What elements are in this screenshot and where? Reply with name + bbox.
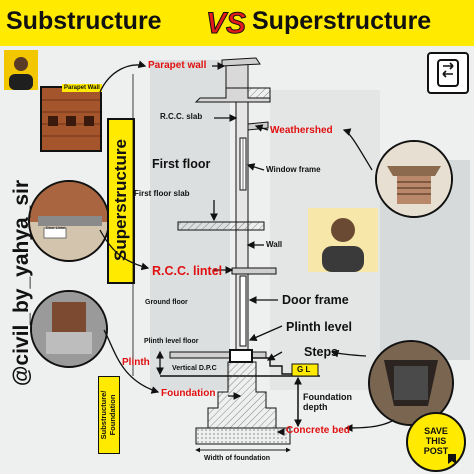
- pointer-lintel: [99, 229, 150, 271]
- photo-label-lintel: Door Lintel: [46, 225, 66, 230]
- label-plinth-level-floor: Plinth level floor: [144, 338, 199, 345]
- weathershed-photo: [375, 140, 453, 218]
- swipe-hand-icon[interactable]: [427, 52, 469, 94]
- foundation-tag: Substructure/ Foundation: [98, 376, 120, 454]
- label-foundation-depth: Foundation depth: [303, 392, 352, 412]
- label-door-frame: Door frame: [282, 293, 349, 307]
- pointer-steps: [330, 349, 367, 358]
- label-foundation: Foundation: [161, 388, 216, 399]
- vs-badge: VS: [203, 3, 249, 43]
- concrete-bed-shape: [195, 427, 291, 445]
- pointer-weathershed: [342, 128, 373, 171]
- label-wall: Wall: [266, 240, 283, 249]
- save-this-post-badge[interactable]: SAVE THIS POST: [406, 412, 466, 472]
- author-avatar-large: [308, 208, 378, 272]
- gl-box: [291, 363, 319, 377]
- photo-label-parapet: Parapet Wall: [62, 84, 102, 92]
- label-rcc-lintel: R.C.C. lintel: [152, 264, 223, 278]
- save-line-2: THIS: [425, 436, 447, 446]
- parapet-wall-photo: [40, 86, 102, 152]
- excavation-photo: [368, 340, 454, 426]
- label-rcc-slab: R.C.C. slab: [160, 112, 203, 121]
- lintel-shape: [231, 267, 277, 275]
- label-parapet-wall: Parapet wall: [148, 60, 207, 71]
- vs-text: VS: [205, 7, 247, 41]
- title-superstructure: Superstructure: [252, 7, 432, 35]
- label-steps: Steps: [304, 345, 339, 359]
- author-avatar: [4, 50, 38, 90]
- label-width-of-foundation: Width of foundation: [204, 455, 271, 462]
- plinth-floor-shape: [169, 351, 267, 359]
- label-ground-floor: Ground floor: [145, 299, 188, 306]
- title-substructure: Substructure: [6, 7, 162, 35]
- bookmark-icon: [448, 454, 456, 464]
- person-icon: [9, 57, 33, 90]
- first-floor-slab-shape: [177, 221, 265, 231]
- label-first-floor: First floor: [152, 157, 211, 171]
- label-concrete-bed: Concrete bed: [286, 425, 350, 436]
- lintel-photo: [28, 180, 110, 262]
- foundation-photo: [30, 290, 108, 368]
- header-bar: [0, 0, 474, 46]
- label-first-floor-slab: First floor slab: [134, 189, 190, 198]
- label-gl: G L: [297, 365, 311, 374]
- label-window-frame: Window frame: [266, 165, 321, 174]
- pointer-parapet: [99, 60, 147, 93]
- door-frame-shape: [239, 275, 247, 347]
- pointer-concrete-bed: [344, 419, 395, 432]
- label-plinth-level: Plinth level: [286, 320, 352, 334]
- label-plinth: Plinth: [122, 357, 150, 368]
- dpc-shape: [229, 349, 253, 363]
- label-vertical-dpc: Vertical D.P.C: [172, 365, 217, 372]
- foundation-shape: [207, 361, 277, 429]
- save-line-3: POST: [423, 446, 449, 456]
- pointer-foundation: [103, 329, 160, 394]
- person-icon: [322, 218, 364, 272]
- label-weathershed: Weathershed: [270, 125, 333, 136]
- save-line-1: SAVE: [424, 426, 448, 436]
